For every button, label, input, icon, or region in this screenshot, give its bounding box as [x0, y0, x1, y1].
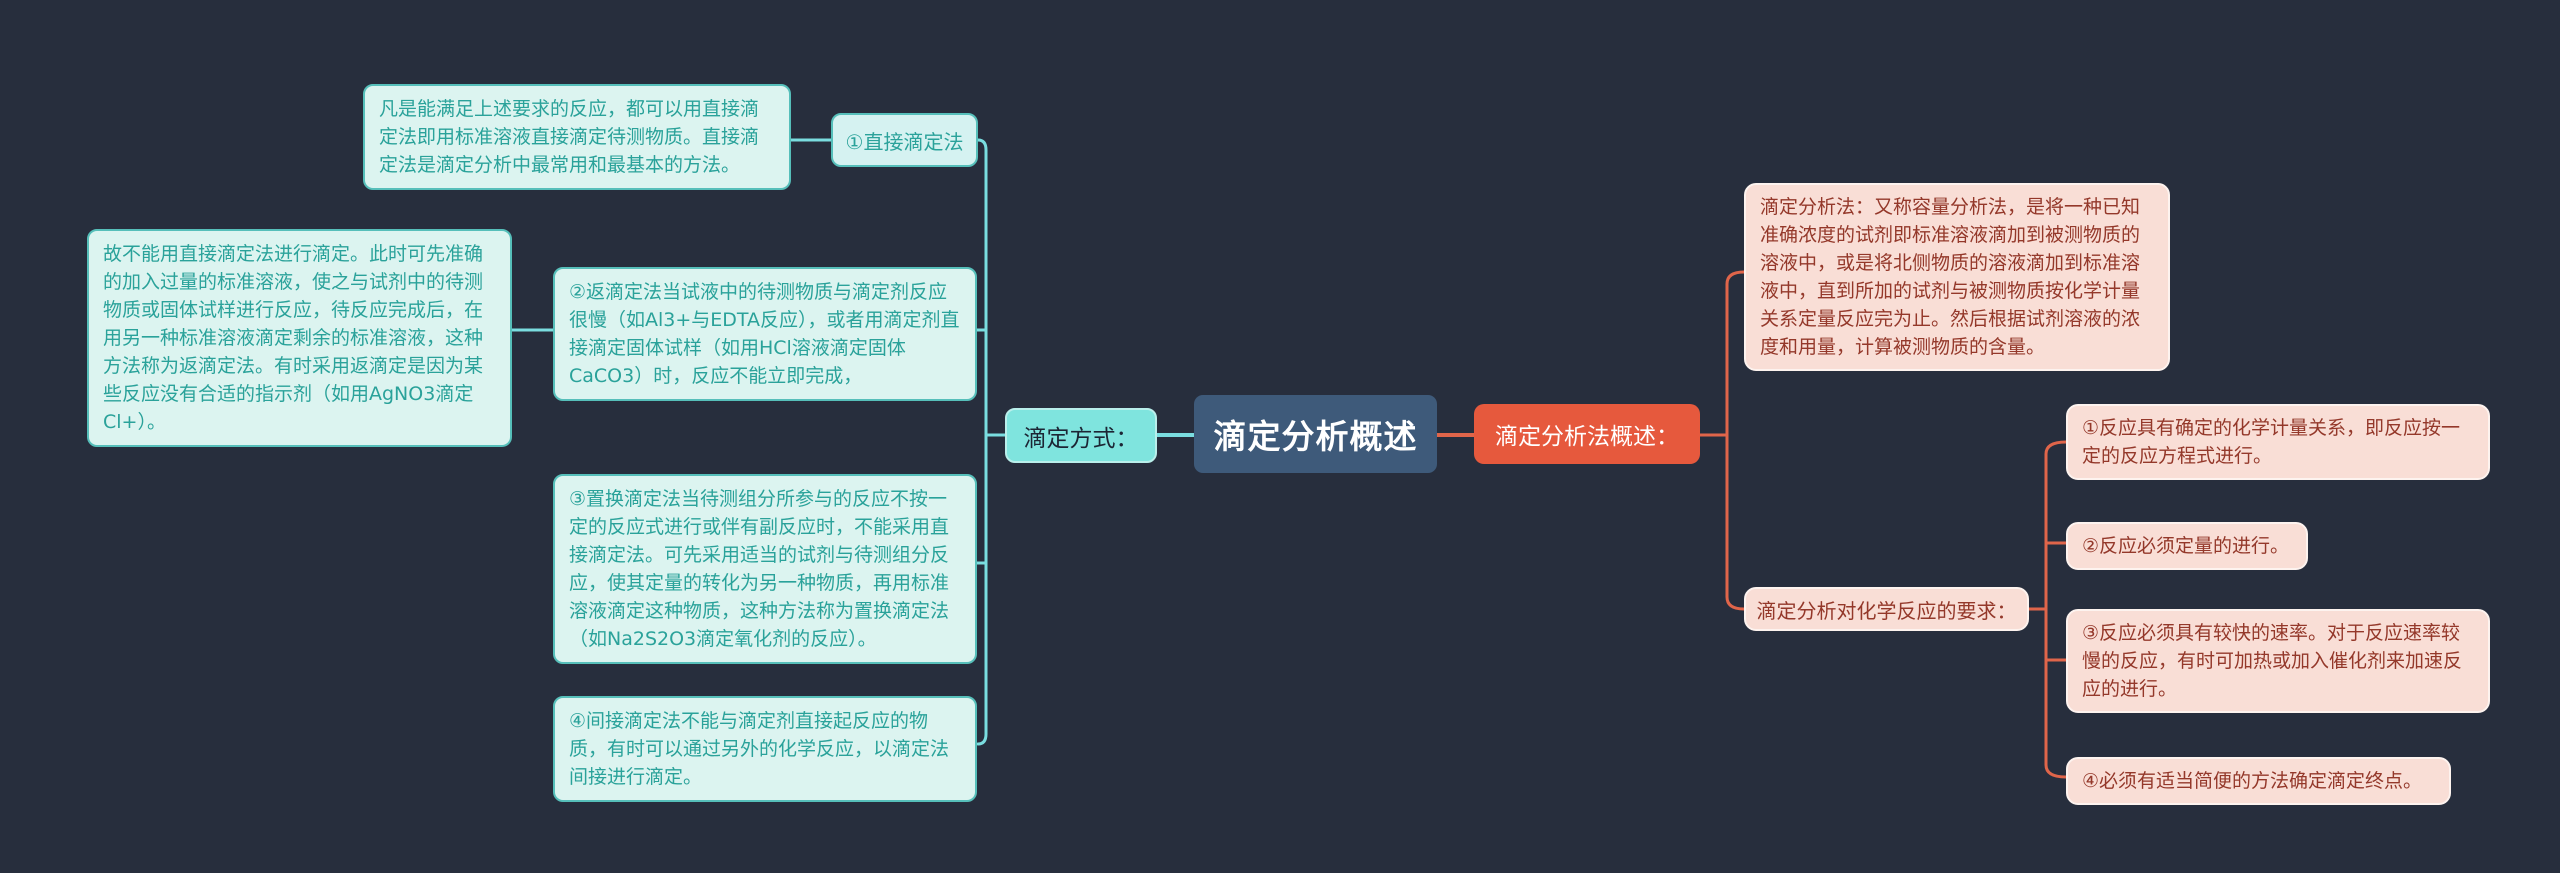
note-back-titration[interactable]: 故不能用直接滴定法进行滴定。此时可先准确的加入过量的标准溶液，使之与试剂中的待测… [87, 229, 512, 447]
node-titration-methods[interactable]: 滴定方式： [1005, 408, 1157, 463]
note-direct-titration[interactable]: 凡是能满足上述要求的反应，都可以用直接滴定法即用标准溶液直接滴定待测物质。直接滴… [363, 84, 791, 190]
node-indirect-titration[interactable]: ④间接滴定法不能与滴定剂直接起反应的物质，有时可以通过另外的化学反应，以滴定法间… [553, 696, 977, 802]
node-titration-analysis-overview[interactable]: 滴定分析法概述： [1474, 404, 1700, 464]
node-back-titration[interactable]: ②返滴定法当试液中的待测物质与滴定剂反应很慢（如Al3+与EDTA反应），或者用… [553, 267, 977, 401]
node-requirement-2[interactable]: ②反应必须定量的进行。 [2066, 522, 2308, 570]
node-requirement-4[interactable]: ④必须有适当简便的方法确定滴定终点。 [2066, 757, 2451, 805]
note-titration-definition[interactable]: 滴定分析法：又称容量分析法，是将一种已知准确浓度的试剂即标准溶液滴加到被测物质的… [1744, 183, 2170, 371]
central-topic[interactable]: 滴定分析概述 [1194, 395, 1437, 473]
node-requirement-1[interactable]: ①反应具有确定的化学计量关系，即反应按一定的反应方程式进行。 [2066, 404, 2490, 480]
node-direct-titration[interactable]: ①直接滴定法 [831, 113, 978, 167]
node-displacement-titration[interactable]: ③置换滴定法当待测组分所参与的反应不按一定的反应式进行或伴有副反应时，不能采用直… [553, 474, 977, 664]
node-requirement-3[interactable]: ③反应必须具有较快的速率。对于反应速率较慢的反应，有时可加热或加入催化剂来加速反… [2066, 609, 2490, 713]
node-reaction-requirements[interactable]: 滴定分析对化学反应的要求： [1744, 587, 2029, 631]
